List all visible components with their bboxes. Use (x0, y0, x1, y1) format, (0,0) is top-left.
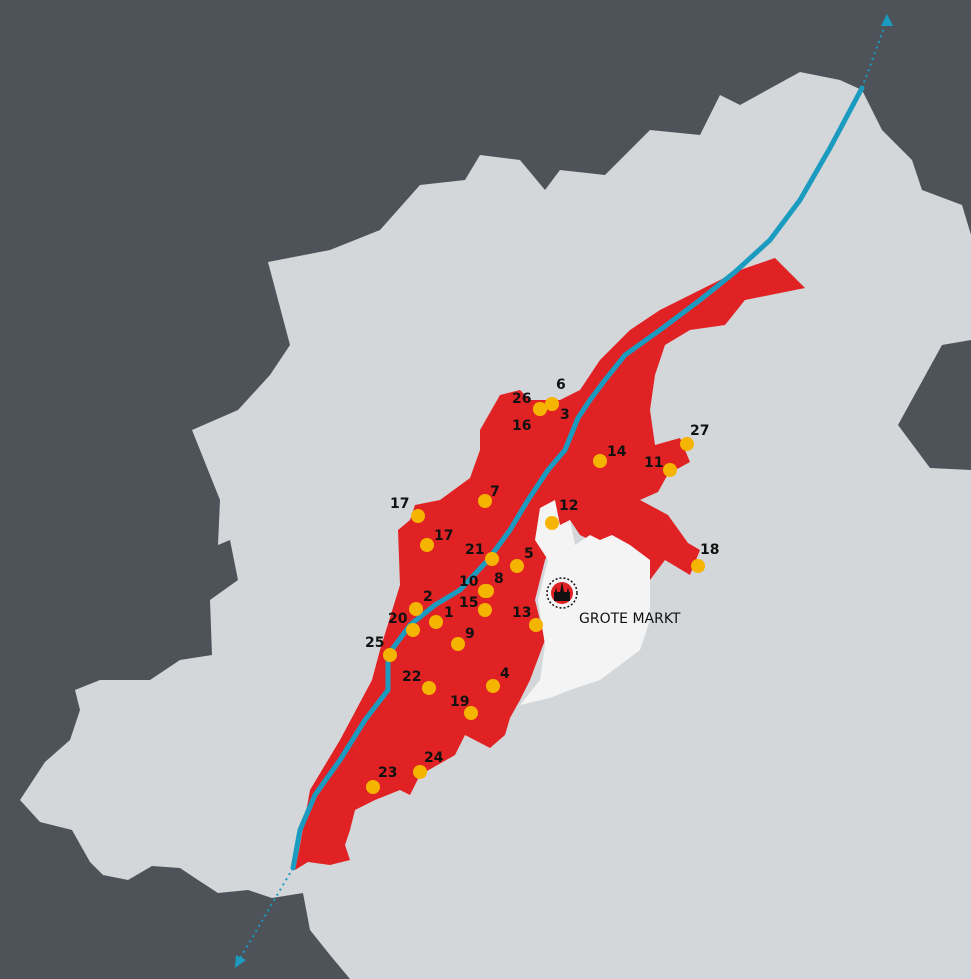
map-marker[interactable]: 13 (512, 605, 543, 632)
marker-dot (510, 559, 524, 573)
marker-label: 20 (388, 611, 408, 627)
marker-dot (406, 623, 420, 637)
marker-dot (413, 765, 427, 779)
map-marker[interactable]: 26 (512, 391, 547, 416)
marker-label: 3 (560, 407, 570, 423)
marker-dot (366, 780, 380, 794)
arrow-south-icon (235, 955, 246, 968)
marker-dot (593, 454, 607, 468)
map-marker[interactable]: 6 (545, 377, 566, 411)
marker-label: 2 (423, 589, 433, 605)
map-marker[interactable]: 12 (545, 498, 578, 530)
marker-label: 21 (465, 542, 484, 558)
marker-label: 17 (390, 496, 409, 512)
marker-label: 7 (490, 484, 500, 500)
marker-dot (422, 681, 436, 695)
marker-label: 5 (524, 546, 534, 562)
marker-dot (429, 615, 443, 629)
marker-dot (529, 618, 543, 632)
map-marker[interactable]: 20 (388, 611, 420, 637)
map-marker[interactable]: 18 (691, 542, 719, 573)
marker-dot (533, 402, 547, 416)
marker-dot (663, 463, 677, 477)
marker-label: 15 (459, 595, 478, 611)
map-marker[interactable]: 10 (459, 574, 492, 598)
map-marker[interactable]: 5 (510, 546, 534, 573)
map-marker[interactable]: 25 (365, 635, 397, 662)
marker-label: 9 (465, 626, 475, 642)
marker-label: 16 (512, 418, 531, 434)
marker-dot (485, 552, 499, 566)
map-marker[interactable]: 9 (451, 626, 475, 651)
marker-label: 1 (444, 605, 454, 621)
marker-dot (451, 637, 465, 651)
marker-dot (478, 494, 492, 508)
landmark-label: GROTE MARKT (579, 611, 681, 627)
marker-label: 26 (512, 391, 531, 407)
map-marker[interactable]: 15 (459, 595, 492, 617)
marker-label: 17 (434, 528, 453, 544)
marker-dot (409, 602, 423, 616)
marker-label: 27 (690, 423, 709, 439)
marker-label: 13 (512, 605, 531, 621)
map-marker[interactable]: 2 (409, 589, 433, 616)
map-marker[interactable]: 7 (478, 484, 500, 508)
map-marker[interactable]: 24 (413, 750, 444, 779)
map-marker[interactable]: 23 (366, 765, 397, 794)
marker-label: 4 (500, 666, 510, 682)
river-dotted-south (237, 867, 294, 963)
marker-dot (691, 559, 705, 573)
marker-dot (420, 538, 434, 552)
river (290, 85, 865, 871)
map-marker[interactable]: 17 (420, 528, 453, 552)
marker-label: 11 (644, 455, 663, 471)
marker-label: 6 (556, 377, 566, 393)
arrow-north-icon (881, 14, 893, 26)
map-marker[interactable]: 22 (402, 669, 436, 695)
map-marker[interactable]: 14 (593, 444, 627, 468)
map-marker[interactable]: 11 (644, 455, 677, 477)
marker-label: 19 (450, 694, 469, 710)
marker-dot (464, 706, 478, 720)
marker-label: 8 (494, 571, 504, 587)
marker-label: 14 (607, 444, 627, 460)
marker-label: 23 (378, 765, 397, 781)
marker-dot (478, 584, 492, 598)
marker-label: 18 (700, 542, 719, 558)
church-icon (554, 582, 570, 601)
map-marker[interactable]: 27 (680, 423, 709, 451)
city-center-zone (520, 500, 650, 705)
marker-layer: 1234567891011121314151617171819202122232… (365, 377, 719, 794)
marker-dot (411, 509, 425, 523)
map-marker[interactable]: 4 (486, 666, 510, 693)
grote-markt[interactable]: GROTE MARKT (546, 577, 681, 627)
river-dotted-north (861, 19, 888, 89)
marker-label: 22 (402, 669, 421, 685)
marker-label: 10 (459, 574, 479, 590)
marker-dot (486, 679, 500, 693)
map-marker[interactable]: 1 (429, 605, 454, 629)
marker-label: 24 (424, 750, 444, 766)
map-marker[interactable]: 19 (450, 694, 478, 720)
marker-label: 12 (559, 498, 578, 514)
map-marker[interactable]: 17 (390, 496, 425, 523)
marker-dot (680, 437, 694, 451)
city-zone (295, 258, 805, 870)
marker-dot (478, 603, 492, 617)
marker-dot (383, 648, 397, 662)
marker-label: 25 (365, 635, 384, 651)
map-marker[interactable]: 21 (465, 542, 499, 566)
marker-dot (545, 516, 559, 530)
marker-dot (545, 397, 559, 411)
